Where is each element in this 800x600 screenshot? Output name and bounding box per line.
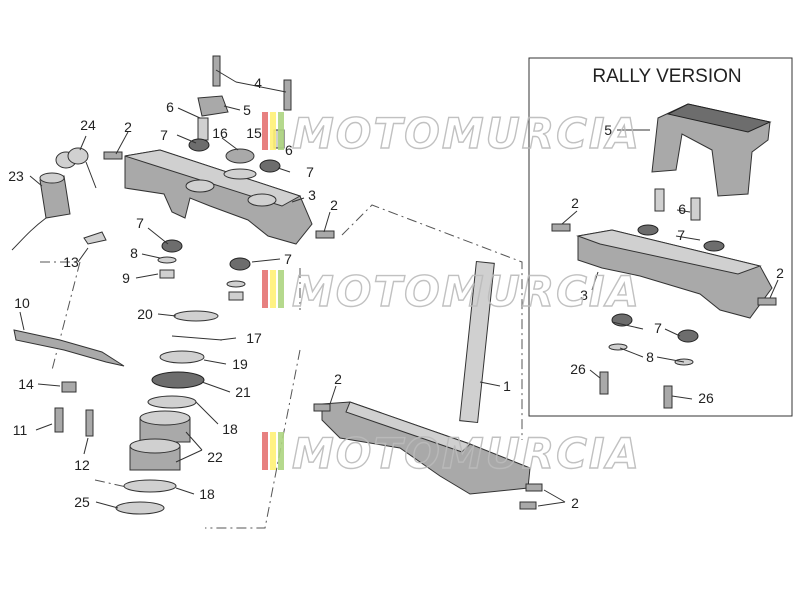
rally-bolt bbox=[663, 385, 673, 409]
watermark: MOTOMURCIA bbox=[262, 428, 641, 479]
side-bolt bbox=[103, 151, 123, 160]
handlebar-clamp bbox=[197, 95, 229, 117]
rally-rubber-mount bbox=[677, 329, 699, 343]
callout-label: 6 bbox=[285, 142, 293, 158]
top-triple-clamp bbox=[124, 149, 313, 245]
steering-stem-lower-clamp bbox=[321, 260, 531, 495]
watermark: MOTOMURCIA bbox=[262, 108, 641, 159]
bearing-ring bbox=[123, 479, 177, 493]
clamp-bolt bbox=[283, 79, 292, 111]
callout-label: 21 bbox=[235, 384, 251, 400]
washer bbox=[157, 256, 177, 264]
bolt bbox=[85, 409, 94, 437]
callout-label: 7 bbox=[677, 227, 685, 243]
seal-ring bbox=[173, 310, 219, 322]
seal-ring bbox=[115, 501, 165, 515]
callout-label: 3 bbox=[308, 187, 316, 203]
callout-label: 18 bbox=[199, 486, 215, 502]
callout-label: 2 bbox=[124, 119, 132, 135]
callout-label: 22 bbox=[207, 449, 223, 465]
callout-label: 9 bbox=[122, 270, 130, 286]
callout-label: 3 bbox=[580, 287, 588, 303]
callout-label: 2 bbox=[330, 197, 338, 213]
steering-nut bbox=[225, 148, 255, 164]
bushing bbox=[228, 291, 244, 301]
callout-label: 7 bbox=[306, 164, 314, 180]
rally-rubber-mount bbox=[637, 224, 659, 236]
lock-bracket bbox=[13, 329, 125, 367]
callout-label: 7 bbox=[284, 251, 292, 267]
nut bbox=[61, 381, 77, 393]
bearing-ring bbox=[147, 395, 197, 409]
cover-cap bbox=[83, 231, 107, 245]
callout-label: 10 bbox=[14, 295, 30, 311]
callout-label: 7 bbox=[654, 320, 662, 336]
callout-label: 1 bbox=[503, 378, 511, 394]
ring-nut bbox=[159, 350, 205, 364]
watermark-text: MOTOMURCIA bbox=[292, 109, 641, 158]
callout-label: 5 bbox=[604, 122, 612, 138]
rubber-mount bbox=[229, 257, 251, 271]
rally-spacer bbox=[654, 188, 665, 212]
spacer bbox=[197, 117, 209, 141]
callout-label: 15 bbox=[246, 125, 262, 141]
rally-side-bolt bbox=[757, 297, 777, 306]
rally-rubber-mount bbox=[703, 240, 725, 252]
side-bolt bbox=[525, 483, 543, 492]
side-bolt bbox=[519, 501, 537, 510]
rally-washer bbox=[608, 343, 628, 351]
callout-label: 14 bbox=[18, 376, 34, 392]
callout-label: 25 bbox=[74, 494, 90, 510]
dust-seal bbox=[151, 371, 205, 389]
callout-label: 2 bbox=[571, 195, 579, 211]
callout-label: 26 bbox=[698, 390, 714, 406]
side-bolt bbox=[315, 230, 335, 239]
washer bbox=[223, 168, 257, 180]
callout-label: 6 bbox=[166, 99, 174, 115]
side-bolt bbox=[313, 403, 331, 412]
watermark-text: MOTOMURCIA bbox=[292, 429, 641, 478]
callout-label: 7 bbox=[160, 127, 168, 143]
callout-label: 5 bbox=[243, 102, 251, 118]
rally-top-triple-clamp bbox=[576, 229, 773, 319]
callout-label: 20 bbox=[137, 306, 153, 322]
bolt bbox=[54, 407, 64, 433]
rally-bolt bbox=[599, 371, 609, 395]
washer bbox=[226, 280, 246, 288]
bushing bbox=[159, 269, 175, 279]
rally-side-bolt bbox=[551, 223, 571, 232]
keys-icon bbox=[55, 147, 97, 189]
watermark: MOTOMURCIA bbox=[262, 266, 641, 317]
clamp-bolt bbox=[212, 55, 221, 87]
callout-label: 16 bbox=[212, 125, 228, 141]
rally-handlebar-bracket bbox=[651, 103, 772, 197]
callout-label: 2 bbox=[571, 495, 579, 511]
callout-label: 12 bbox=[74, 457, 90, 473]
callout-label: 8 bbox=[646, 349, 654, 365]
callout-label: 4 bbox=[254, 75, 262, 91]
callout-label: 8 bbox=[130, 245, 138, 261]
rubber-mount bbox=[259, 159, 281, 173]
callout-label: 6 bbox=[678, 201, 686, 217]
callout-label: 18 bbox=[222, 421, 238, 437]
watermark-text: MOTOMURCIA bbox=[292, 267, 641, 316]
callout-label: 13 bbox=[63, 254, 79, 270]
rally-version-panel: RALLY VERSION bbox=[528, 57, 793, 417]
callout-label: 24 bbox=[80, 117, 96, 133]
callout-label: 26 bbox=[570, 361, 586, 377]
ignition-switch bbox=[11, 172, 71, 251]
callout-label: 17 bbox=[246, 330, 262, 346]
rally-version-title: RALLY VERSION bbox=[592, 66, 741, 87]
callout-label: 19 bbox=[232, 356, 248, 372]
callout-label: 2 bbox=[776, 265, 784, 281]
callout-label: 23 bbox=[8, 168, 24, 184]
callout-label: 11 bbox=[13, 422, 28, 438]
callout-label: 2 bbox=[334, 371, 342, 387]
rally-spacer bbox=[690, 197, 701, 221]
callout-label: 7 bbox=[136, 215, 144, 231]
